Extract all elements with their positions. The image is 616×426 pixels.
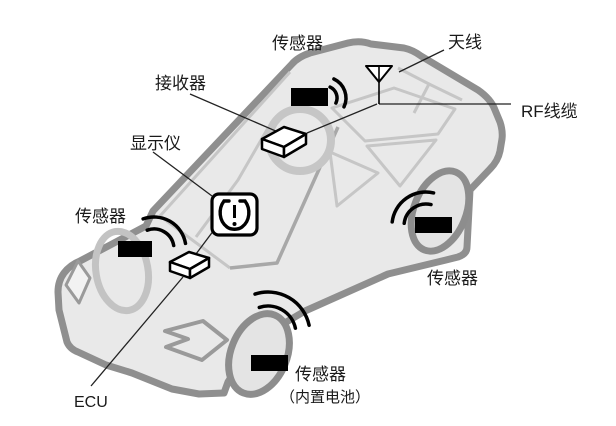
receiver-box-icon — [260, 125, 308, 159]
label-ecu: ECU — [74, 394, 108, 411]
a-pillar-line — [229, 126, 340, 270]
leader-line-display — [152, 151, 213, 197]
car-windows — [158, 66, 463, 270]
side-window-mid — [365, 138, 438, 188]
sensor-front-left — [118, 215, 188, 257]
radio-waves-icon — [253, 290, 311, 330]
display-ecu-cable — [195, 229, 215, 255]
sensor-module-icon — [118, 241, 152, 257]
label-sensor-top: 传感器 — [272, 34, 323, 53]
hood-chevron-shape — [163, 319, 229, 362]
sensor-rear-right — [390, 190, 452, 233]
trunk-line — [428, 82, 463, 102]
label-receiver: 接收器 — [155, 74, 206, 93]
label-sensor-bottom: 传感器 — [295, 365, 346, 384]
radio-waves-icon — [390, 190, 436, 226]
label-sensor-left: 传感器 — [75, 207, 126, 226]
label-sensor-bottom-note: （内置电池） — [280, 389, 370, 406]
leader-line-receiver — [189, 93, 279, 133]
ecu-box-icon — [168, 250, 211, 280]
side-window-front — [328, 150, 380, 208]
radio-waves-icon — [141, 215, 188, 248]
leader-line-ecu — [90, 276, 184, 387]
side-window-rear — [330, 86, 457, 143]
leader-line-antenna — [398, 49, 445, 73]
antenna-receiver-cable — [306, 103, 378, 134]
windshield-bottom-edge — [159, 214, 231, 270]
tpms-exclamation-dot — [232, 222, 237, 226]
windshield-inner-line — [194, 127, 270, 238]
sensor-module-icon — [291, 88, 328, 106]
sensor-rear-left — [291, 77, 348, 109]
radio-waves-icon — [328, 77, 348, 109]
sensor-module-icon — [251, 355, 288, 371]
wheel-front-left — [91, 227, 153, 315]
headlight-shape — [64, 259, 92, 305]
sensor-module-icon — [415, 217, 452, 233]
sensor-front-right — [251, 290, 311, 371]
tpms-display-icon — [210, 192, 259, 237]
tpms-horseshoe-glyph — [218, 199, 251, 231]
label-display: 显示仪 — [130, 134, 181, 153]
windshield-left-edge — [158, 70, 292, 218]
label-rf-cable: RF线缆 — [521, 102, 578, 121]
label-antenna: 天线 — [448, 33, 482, 52]
antenna-icon — [365, 65, 393, 104]
label-sensor-right: 传感器 — [427, 269, 478, 288]
connection-lines — [90, 49, 511, 387]
car-body-outline — [54, 38, 506, 398]
